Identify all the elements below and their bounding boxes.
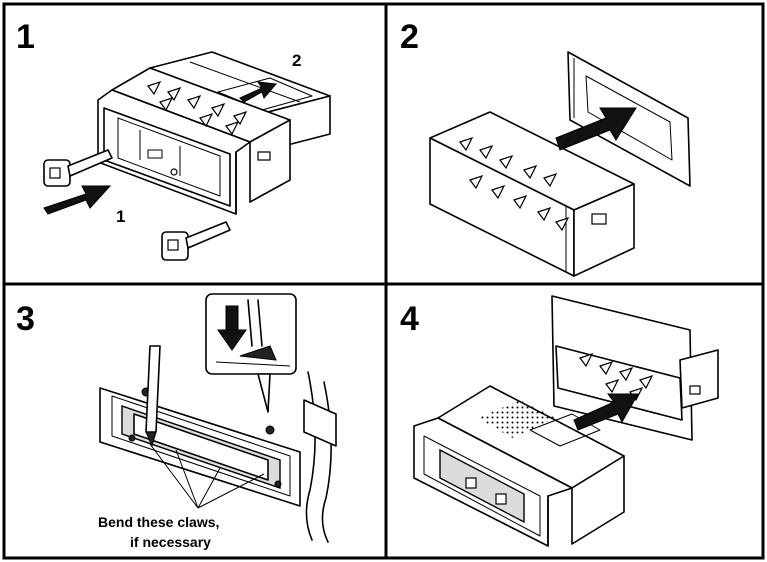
claw-pointers [149,443,265,509]
screwdriver-illustration [145,345,161,448]
release-key-left [43,149,113,187]
radio-unit-sliding-in [413,385,625,547]
step-number-3: 3 [16,300,35,338]
radio-unit-illustration [97,67,291,215]
bend-arrow [217,305,247,351]
slide-in-arrow [573,393,639,431]
step-number-1: 1 [16,18,35,56]
step-number-4: 4 [400,300,419,338]
callout-2: 2 [292,51,301,70]
dashboard-edge [303,371,337,543]
panel-step-4: 4 [400,295,719,547]
claws-caption-line-1: Bend these claws, [98,514,219,530]
panel-step-3: 3 [16,293,337,550]
release-key-right [161,221,231,261]
panel-step-2: 2 [400,18,691,277]
sleeve-front-frame [99,387,301,507]
installed-sleeve-illustration [551,295,719,441]
mounting-sleeve-box [429,111,635,277]
callout-1: 1 [116,207,125,226]
step-number-2: 2 [400,18,419,56]
panel-step-1: 1 [16,18,331,261]
detail-callout [205,293,297,413]
pull-arrow-2 [239,81,277,103]
push-arrow-1 [43,185,112,215]
claws-caption-line-2: if necessary [130,534,211,550]
insert-arrow [555,107,637,151]
